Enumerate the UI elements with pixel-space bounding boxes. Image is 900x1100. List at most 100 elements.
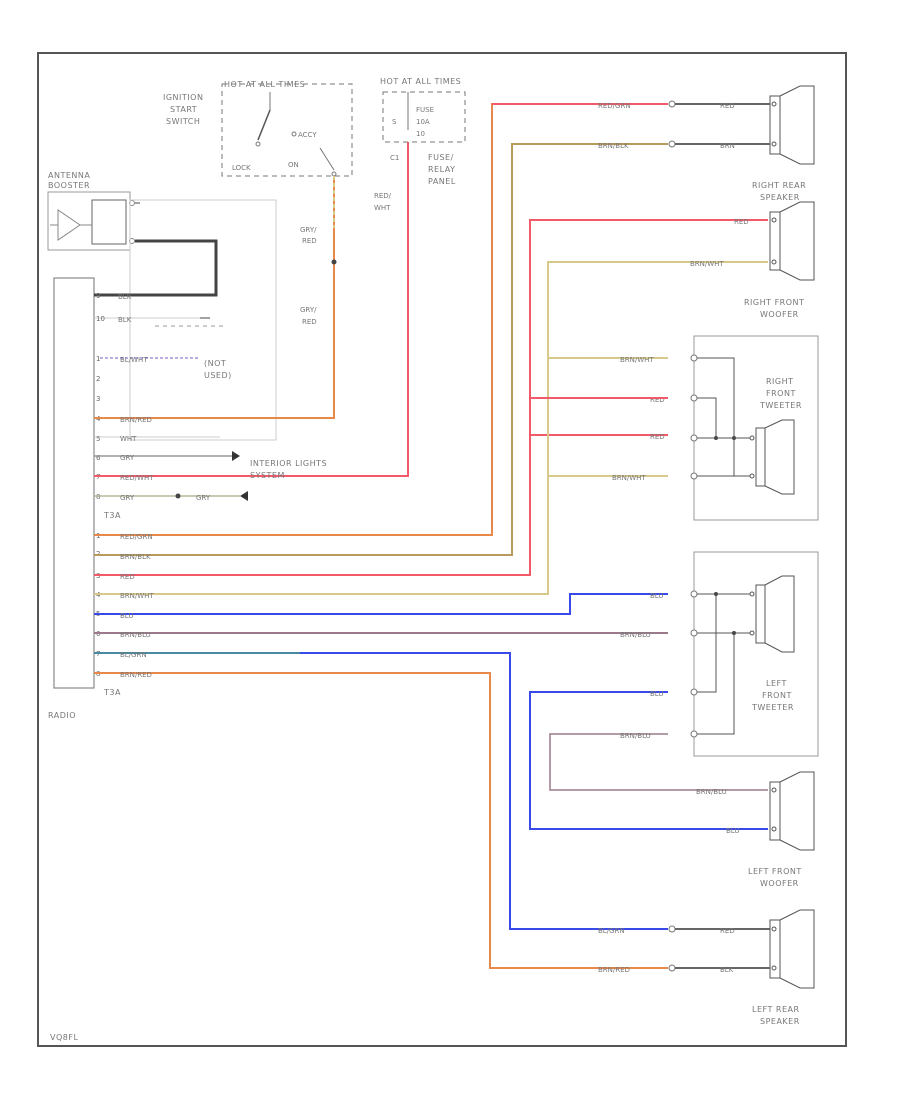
svg-text:RED: RED <box>302 318 317 326</box>
connector-t3a-top: T3A <box>103 511 121 520</box>
wire-blu-left-front <box>529 691 768 830</box>
svg-text:BLU: BLU <box>120 612 133 620</box>
svg-text:RED/GRN: RED/GRN <box>598 102 631 110</box>
antenna-wires: BLK BLK <box>94 202 225 327</box>
svg-text:RED/GRN: RED/GRN <box>120 533 153 541</box>
right-rear-speaker: RED BRN RIGHT REAR SPEAKER <box>668 85 815 202</box>
svg-text:BRN: BRN <box>720 142 735 150</box>
svg-text:WOOFER: WOOFER <box>760 310 799 319</box>
wire-blu <box>94 593 668 615</box>
svg-text:RED: RED <box>720 927 735 935</box>
wire-brn-wht <box>94 475 668 595</box>
wire-brn-blk <box>94 143 668 556</box>
connector-t3a-bottom: T3A <box>103 688 121 697</box>
svg-text:RED: RED <box>302 237 317 245</box>
svg-text:BRN/WHT: BRN/WHT <box>620 356 654 364</box>
svg-text:FUSE: FUSE <box>416 106 434 114</box>
svg-text:BL/GRN: BL/GRN <box>598 927 625 935</box>
svg-text:S: S <box>392 118 397 126</box>
svg-text:3: 3 <box>96 395 100 403</box>
wire-red-wht-fuse <box>94 142 409 477</box>
svg-text:USED): USED) <box>204 371 232 380</box>
left-front-woofer: LEFT FRONT WOOFER <box>748 771 815 888</box>
figure-id: VQ8FL <box>50 1033 78 1042</box>
svg-text:BRN/WHT: BRN/WHT <box>612 474 646 482</box>
svg-text:FRONT: FRONT <box>762 691 792 700</box>
svg-text:LEFT FRONT: LEFT FRONT <box>748 867 802 876</box>
svg-text:ACCY: ACCY <box>298 131 317 139</box>
svg-text:GRY/: GRY/ <box>300 306 317 314</box>
svg-text:RED/WHT: RED/WHT <box>120 474 154 482</box>
diagram-frame <box>37 52 847 1047</box>
svg-text:RED: RED <box>650 396 665 404</box>
svg-text:5: 5 <box>96 435 100 443</box>
svg-text:BRN/BLU: BRN/BLU <box>120 631 151 639</box>
svg-text:BLU: BLU <box>650 690 663 698</box>
svg-text:BLU: BLU <box>650 592 663 600</box>
svg-text:WOOFER: WOOFER <box>760 879 799 888</box>
svg-text:BLK: BLK <box>720 966 734 974</box>
svg-text:BOOSTER: BOOSTER <box>48 181 90 190</box>
svg-text:TWEETER: TWEETER <box>759 401 802 410</box>
svg-text:LEFT: LEFT <box>766 679 787 688</box>
not-used-label: (NOT <box>204 359 226 368</box>
svg-text:PANEL: PANEL <box>428 177 456 186</box>
svg-text:LEFT REAR: LEFT REAR <box>752 1005 800 1014</box>
svg-text:IGNITION: IGNITION <box>163 93 203 102</box>
svg-text:GRY: GRY <box>120 454 135 462</box>
svg-text:GRY/: GRY/ <box>300 226 317 234</box>
wire-gry-red-ignition <box>94 176 335 419</box>
svg-text:BRN/WHT: BRN/WHT <box>120 592 154 600</box>
svg-text:BRN/BLU: BRN/BLU <box>696 788 727 796</box>
svg-text:RIGHT FRONT: RIGHT FRONT <box>744 298 804 307</box>
svg-text:BL/WHT: BL/WHT <box>120 356 148 364</box>
svg-text:RELAY: RELAY <box>428 165 456 174</box>
wire-red <box>94 434 668 576</box>
ignition-start-switch: HOT AT ALL TIMES IGNITION START SWITCH A… <box>163 80 353 177</box>
svg-text:RED: RED <box>650 433 665 441</box>
svg-text:BRN/RED: BRN/RED <box>120 671 152 679</box>
svg-text:BRN/WHT: BRN/WHT <box>690 260 724 268</box>
interior-lights-label: INTERIOR LIGHTS <box>250 459 327 468</box>
svg-text:TWEETER: TWEETER <box>751 703 794 712</box>
svg-text:SYSTEM: SYSTEM <box>250 471 285 480</box>
wire-bl-grn <box>94 652 668 930</box>
svg-text:SPEAKER: SPEAKER <box>760 1017 800 1026</box>
radio-unit: RADIO T3A T3A <box>48 277 121 720</box>
antenna-booster: ANTENNA BOOSTER <box>47 171 135 251</box>
svg-text:HOT AT ALL TIMES: HOT AT ALL TIMES <box>224 80 305 89</box>
svg-text:9: 9 <box>96 292 100 300</box>
svg-text:BLU: BLU <box>726 827 739 835</box>
svg-text:RIGHT REAR: RIGHT REAR <box>752 181 806 190</box>
right-front-tweeter: RIGHT FRONT TWEETER <box>690 335 819 521</box>
svg-text:6: 6 <box>96 454 101 462</box>
svg-text:BRN/BLK: BRN/BLK <box>598 142 629 150</box>
svg-text:FRONT: FRONT <box>766 389 796 398</box>
svg-text:ANTENNA: ANTENNA <box>48 171 90 180</box>
svg-text:10: 10 <box>96 315 105 323</box>
svg-text:BL/GRN: BL/GRN <box>120 651 147 659</box>
svg-text:BRN/RED: BRN/RED <box>120 416 152 424</box>
svg-text:10A: 10A <box>416 118 430 126</box>
svg-text:BLK: BLK <box>118 293 132 301</box>
svg-text:BRN/BLU: BRN/BLU <box>620 631 651 639</box>
fuse-relay-panel: HOT AT ALL TIMES FUSE 10A S 10 C1 FUSE/ … <box>380 77 466 186</box>
left-rear-speaker: RED BLK LEFT REAR SPEAKER <box>668 909 815 1026</box>
svg-text:LOCK: LOCK <box>232 164 251 172</box>
svg-text:GRY: GRY <box>120 494 135 502</box>
svg-text:BRN/BLU: BRN/BLU <box>620 732 651 740</box>
radio-pins: 9 10 1 2 3 4 5 6 7 8 1 2 3 4 5 6 7 8 <box>96 292 105 678</box>
wire-brn-blu-left-front <box>549 733 768 791</box>
svg-text:BRN/RED: BRN/RED <box>598 966 630 974</box>
svg-text:HOT AT ALL TIMES: HOT AT ALL TIMES <box>380 77 461 86</box>
svg-text:BLK: BLK <box>118 316 132 324</box>
svg-text:RED: RED <box>720 102 735 110</box>
svg-text:RED: RED <box>120 573 135 581</box>
left-front-tweeter: LEFT FRONT TWEETER <box>690 551 819 757</box>
svg-text:WHT: WHT <box>374 204 391 212</box>
svg-text:GRY: GRY <box>196 494 211 502</box>
svg-text:RED/: RED/ <box>374 192 392 200</box>
wire-brn-red <box>94 672 668 969</box>
svg-text:BRN/BLK: BRN/BLK <box>120 553 151 561</box>
